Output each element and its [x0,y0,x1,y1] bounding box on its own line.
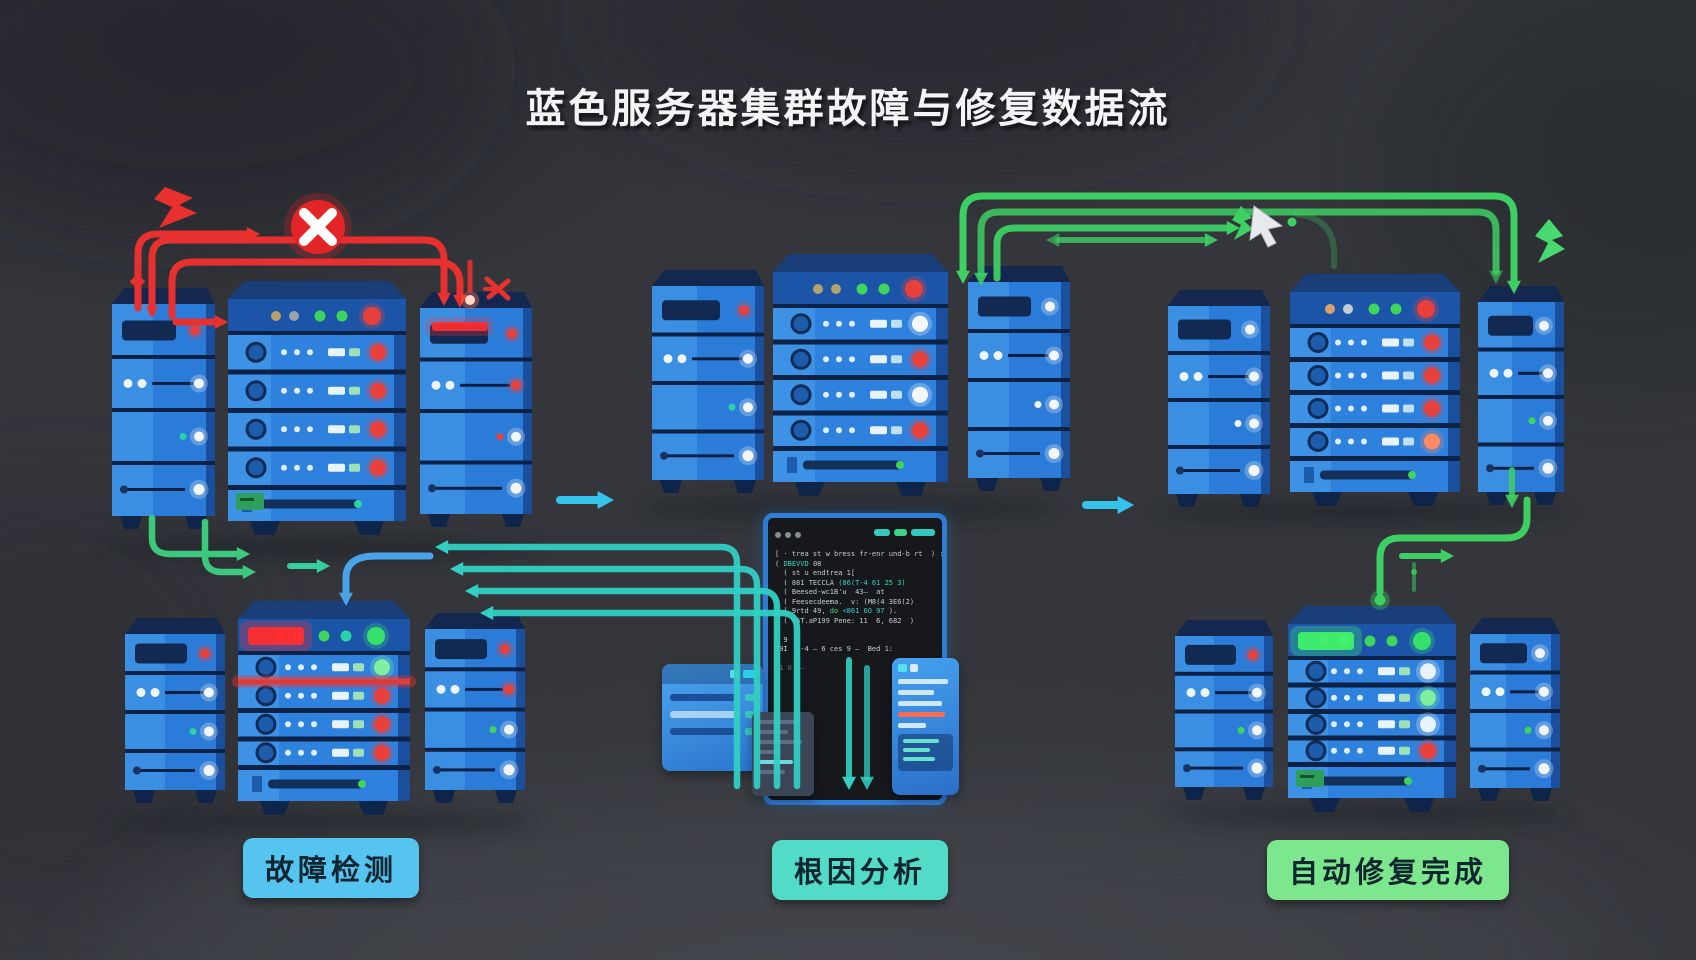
cluster-bottom-left-detection [125,601,525,815]
log-line [759,720,798,724]
log-line [759,730,788,734]
terminal-status-pills [870,529,935,536]
alert-row-critical [898,712,945,717]
code-line: ( 66T.aP199 Pene: 11 6, 682 ) [775,616,915,625]
metrics-mini-panel [662,664,763,771]
terminal-status-pill [894,529,907,536]
alert-row [898,701,942,706]
sub-row [903,757,935,761]
server-rack [1290,274,1460,506]
code-line: 9 [775,635,788,644]
alert-sub-panel [898,734,953,771]
server-rack [1288,606,1456,812]
alert-row [898,679,948,684]
cluster-bottom-right-repaired [1175,606,1560,812]
header-chip [730,670,739,678]
server-tower [1175,620,1273,800]
sub-row [903,748,930,752]
panel-row [670,694,755,701]
terminal-status-pill [911,529,935,536]
window-dots-icon [775,523,805,542]
code-line: ( Beesed-wc1B'u 43— at [775,588,885,596]
cluster-top-left-faulty [112,281,532,535]
server-rack [228,281,406,535]
server-tower [968,266,1070,491]
log-overlay-panel [752,712,814,796]
alert-row [898,690,934,695]
server-tower [425,613,525,803]
server-tower [652,270,764,493]
server-tower [1478,286,1564,505]
alert-panel-header [898,664,953,672]
sub-row [903,739,939,743]
server-tower [420,292,532,527]
code-line: [ · trea st w bress fr-enr und-b rt ) : [775,550,944,558]
cluster-top-right [1168,274,1564,507]
mini-panel-header [662,664,763,684]
stage-label-fault-detection: 故障检测 [243,838,420,898]
code-line: [ 9rtd 49, do <861 6O 97 ). [775,607,898,615]
alert-row [898,723,926,728]
code-line [775,626,935,636]
panel-row [670,728,755,735]
server-rack [773,254,948,496]
code-line: ( DBEVVD 08 [775,559,822,568]
panel-row [670,711,755,718]
log-line [759,740,803,744]
log-line-highlight [759,760,793,764]
cluster-top-middle [652,254,1070,496]
server-tower [1168,290,1270,507]
log-line [759,750,781,754]
stage-label-auto-repair-complete: 自动修复完成 [1267,840,1510,900]
code-line: ( 861 TECCLA (86(T-4 61 25 3) [775,578,906,587]
code-line: ( Feesecdeema. v: (M8(4 3E6(2) [775,597,915,606]
terminal-header [768,518,942,544]
header-chip [743,670,757,678]
server-tower [112,288,215,529]
header-chip [910,664,918,672]
log-line [759,770,786,774]
server-tower [125,618,225,803]
server-tower [1470,618,1560,801]
diagram-title: 蓝色服务器集群故障与修复数据流 [525,86,1171,132]
stage-label-root-cause-analysis: 根因分析 [772,840,949,900]
code-line: ( st u endtrea 1[ [775,569,856,577]
terminal-code: [ · trea st w bress fr-enr und-b rt ) :(… [768,544,944,680]
terminal-status-pill [874,529,890,536]
alert-list-panel [892,658,959,795]
server-rack [232,601,416,815]
header-chip [898,664,907,672]
code-line: D9I A-4 — 6 ces 9 — Bed 1: [775,645,894,653]
